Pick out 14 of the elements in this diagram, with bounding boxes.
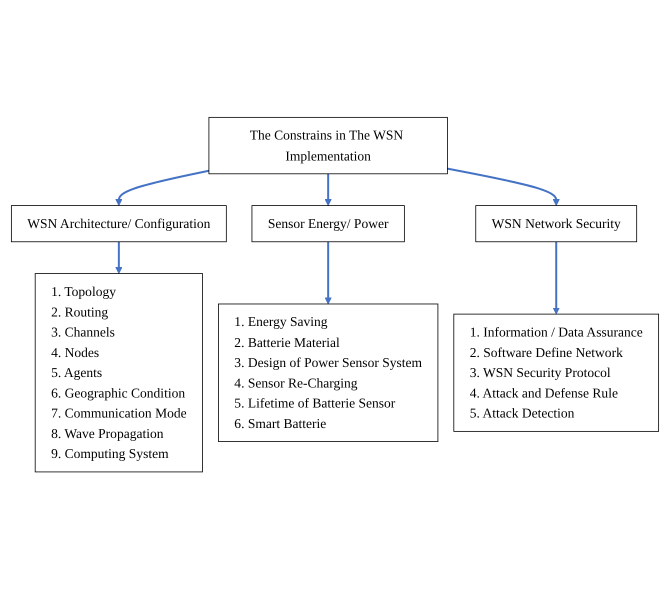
node-box	[218, 304, 438, 442]
node-box	[252, 206, 405, 243]
node-box	[453, 314, 660, 432]
arrow	[552, 242, 560, 315]
arrow	[324, 174, 332, 206]
node-box	[208, 117, 448, 175]
node-box	[34, 274, 203, 473]
arrow	[115, 170, 210, 206]
arrow	[447, 168, 560, 206]
flowchart: The Constrains in The WSN Implementation WSN Architecture/ Configuration Sensor Energy/ Power WSN Network Security 1. Topology 2. Routing 3. Channels 4. Nodes 5. Agents 6. Geographic Condition 7. Communication Mode 8. Wave Propagation 9. Computing System 1. Energy Saving 2. Batterie Material 3. Design of Power Sensor System 4. Sensor Re-Charging 5. Lifetime of Batterie Sensor 6. Smart Batterie 1. Information / Data Assurance 2. Software Define Network 3. WSN Security Protocol 4. Attack and Defense Rule 5. Attack Detection	[5, 111, 665, 479]
node-box	[475, 206, 638, 243]
arrow	[115, 242, 122, 274]
node-box	[10, 206, 227, 243]
arrow	[324, 242, 332, 305]
